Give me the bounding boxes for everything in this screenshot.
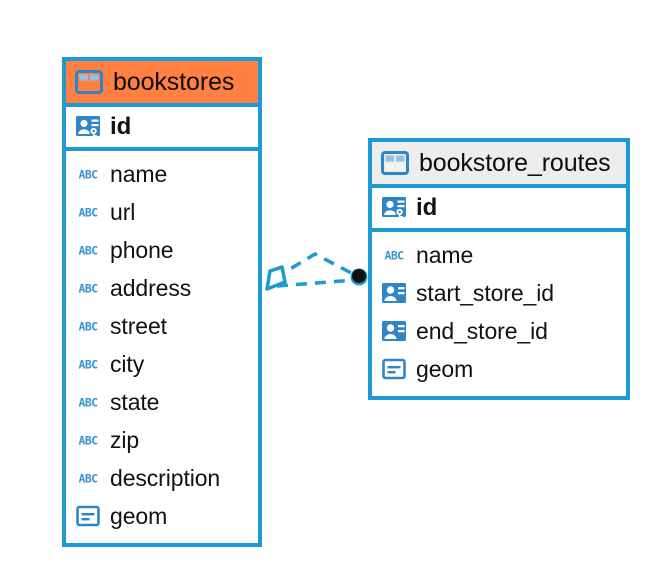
field-label: zip (110, 426, 140, 453)
abc-text-icon: ABC (385, 249, 405, 263)
field-label: geom (110, 502, 168, 529)
abc-text-icon: ABC (79, 396, 99, 410)
filled-circle-marker (352, 269, 366, 283)
foreign-key-card-icon (382, 321, 406, 341)
field-label: geom (416, 355, 474, 382)
table-grid-icon (75, 70, 103, 94)
entity-table-bookstore-routes[interactable]: bookstore_routes id ABC name (368, 138, 630, 400)
primary-key-row-bookstores[interactable]: id (66, 107, 258, 151)
abc-text-icon: ABC (79, 358, 99, 372)
abc-text-icon: ABC (79, 434, 99, 448)
abc-text-icon: ABC (79, 472, 99, 486)
foreign-key-card-icon (382, 283, 406, 303)
field-row-description[interactable]: ABC description (66, 459, 258, 497)
svg-text:ABC: ABC (79, 320, 99, 334)
field-label: name (110, 160, 168, 187)
svg-text:ABC: ABC (385, 249, 405, 263)
field-row-geom[interactable]: geom (66, 497, 258, 535)
primary-key-label-bookstore-routes: id (416, 194, 438, 221)
entity-table-bookstores[interactable]: bookstores id ABC name (62, 57, 262, 547)
svg-text:ABC: ABC (79, 472, 99, 486)
field-row-start-store-id[interactable]: start_store_id (372, 274, 626, 312)
svg-text:ABC: ABC (79, 168, 99, 182)
entity-title-bookstores: bookstores (113, 67, 235, 96)
svg-text:ABC: ABC (79, 206, 99, 220)
field-row-state[interactable]: ABC state (66, 383, 258, 421)
field-row-city[interactable]: ABC city (66, 345, 258, 383)
field-label: state (110, 388, 160, 415)
primary-key-label-bookstores: id (110, 113, 132, 140)
field-row-end-store-id[interactable]: end_store_id (372, 312, 626, 350)
field-row-address[interactable]: ABC address (66, 269, 258, 307)
field-label: phone (110, 236, 174, 263)
table-grid-icon (381, 151, 409, 175)
field-label: url (110, 198, 136, 225)
field-label: address (110, 274, 192, 301)
connector-line-lower (276, 278, 356, 288)
field-row-phone[interactable]: ABC phone (66, 231, 258, 269)
svg-text:ABC: ABC (79, 358, 99, 372)
field-label: name (416, 241, 474, 268)
field-list-bookstore-routes: ABC name start_store_id (372, 232, 626, 394)
abc-text-icon: ABC (79, 320, 99, 334)
field-label: start_store_id (416, 279, 554, 306)
diamond-outline-marker (265, 265, 287, 291)
geometry-blob-icon (382, 358, 406, 380)
entity-title-bookstore-routes: bookstore_routes (419, 148, 611, 177)
entity-header-bookstores[interactable]: bookstores (66, 61, 258, 107)
field-row-geom[interactable]: geom (372, 350, 626, 388)
svg-text:ABC: ABC (79, 396, 99, 410)
field-row-street[interactable]: ABC street (66, 307, 258, 345)
field-row-zip[interactable]: ABC zip (66, 421, 258, 459)
field-label: street (110, 312, 167, 339)
field-label: city (110, 350, 145, 377)
connector-line-upper (274, 251, 358, 280)
field-label: end_store_id (416, 317, 548, 344)
primary-key-card-icon (76, 116, 100, 139)
abc-text-icon: ABC (79, 282, 99, 296)
svg-text:ABC: ABC (79, 434, 99, 448)
entity-header-bookstore-routes[interactable]: bookstore_routes (372, 142, 626, 188)
field-row-url[interactable]: ABC url (66, 193, 258, 231)
primary-key-card-icon (382, 197, 406, 220)
relationship-connector[interactable] (255, 240, 380, 320)
primary-key-row-bookstore-routes[interactable]: id (372, 188, 626, 232)
field-row-name[interactable]: ABC name (66, 155, 258, 193)
svg-text:ABC: ABC (79, 244, 99, 258)
field-list-bookstores: ABC name ABC url ABC phone ABC (66, 151, 258, 541)
geometry-blob-icon (76, 505, 100, 527)
abc-text-icon: ABC (79, 206, 99, 220)
svg-text:ABC: ABC (79, 282, 99, 296)
abc-text-icon: ABC (79, 244, 99, 258)
abc-text-icon: ABC (79, 168, 99, 182)
field-label: description (110, 464, 221, 491)
field-row-name[interactable]: ABC name (372, 236, 626, 274)
